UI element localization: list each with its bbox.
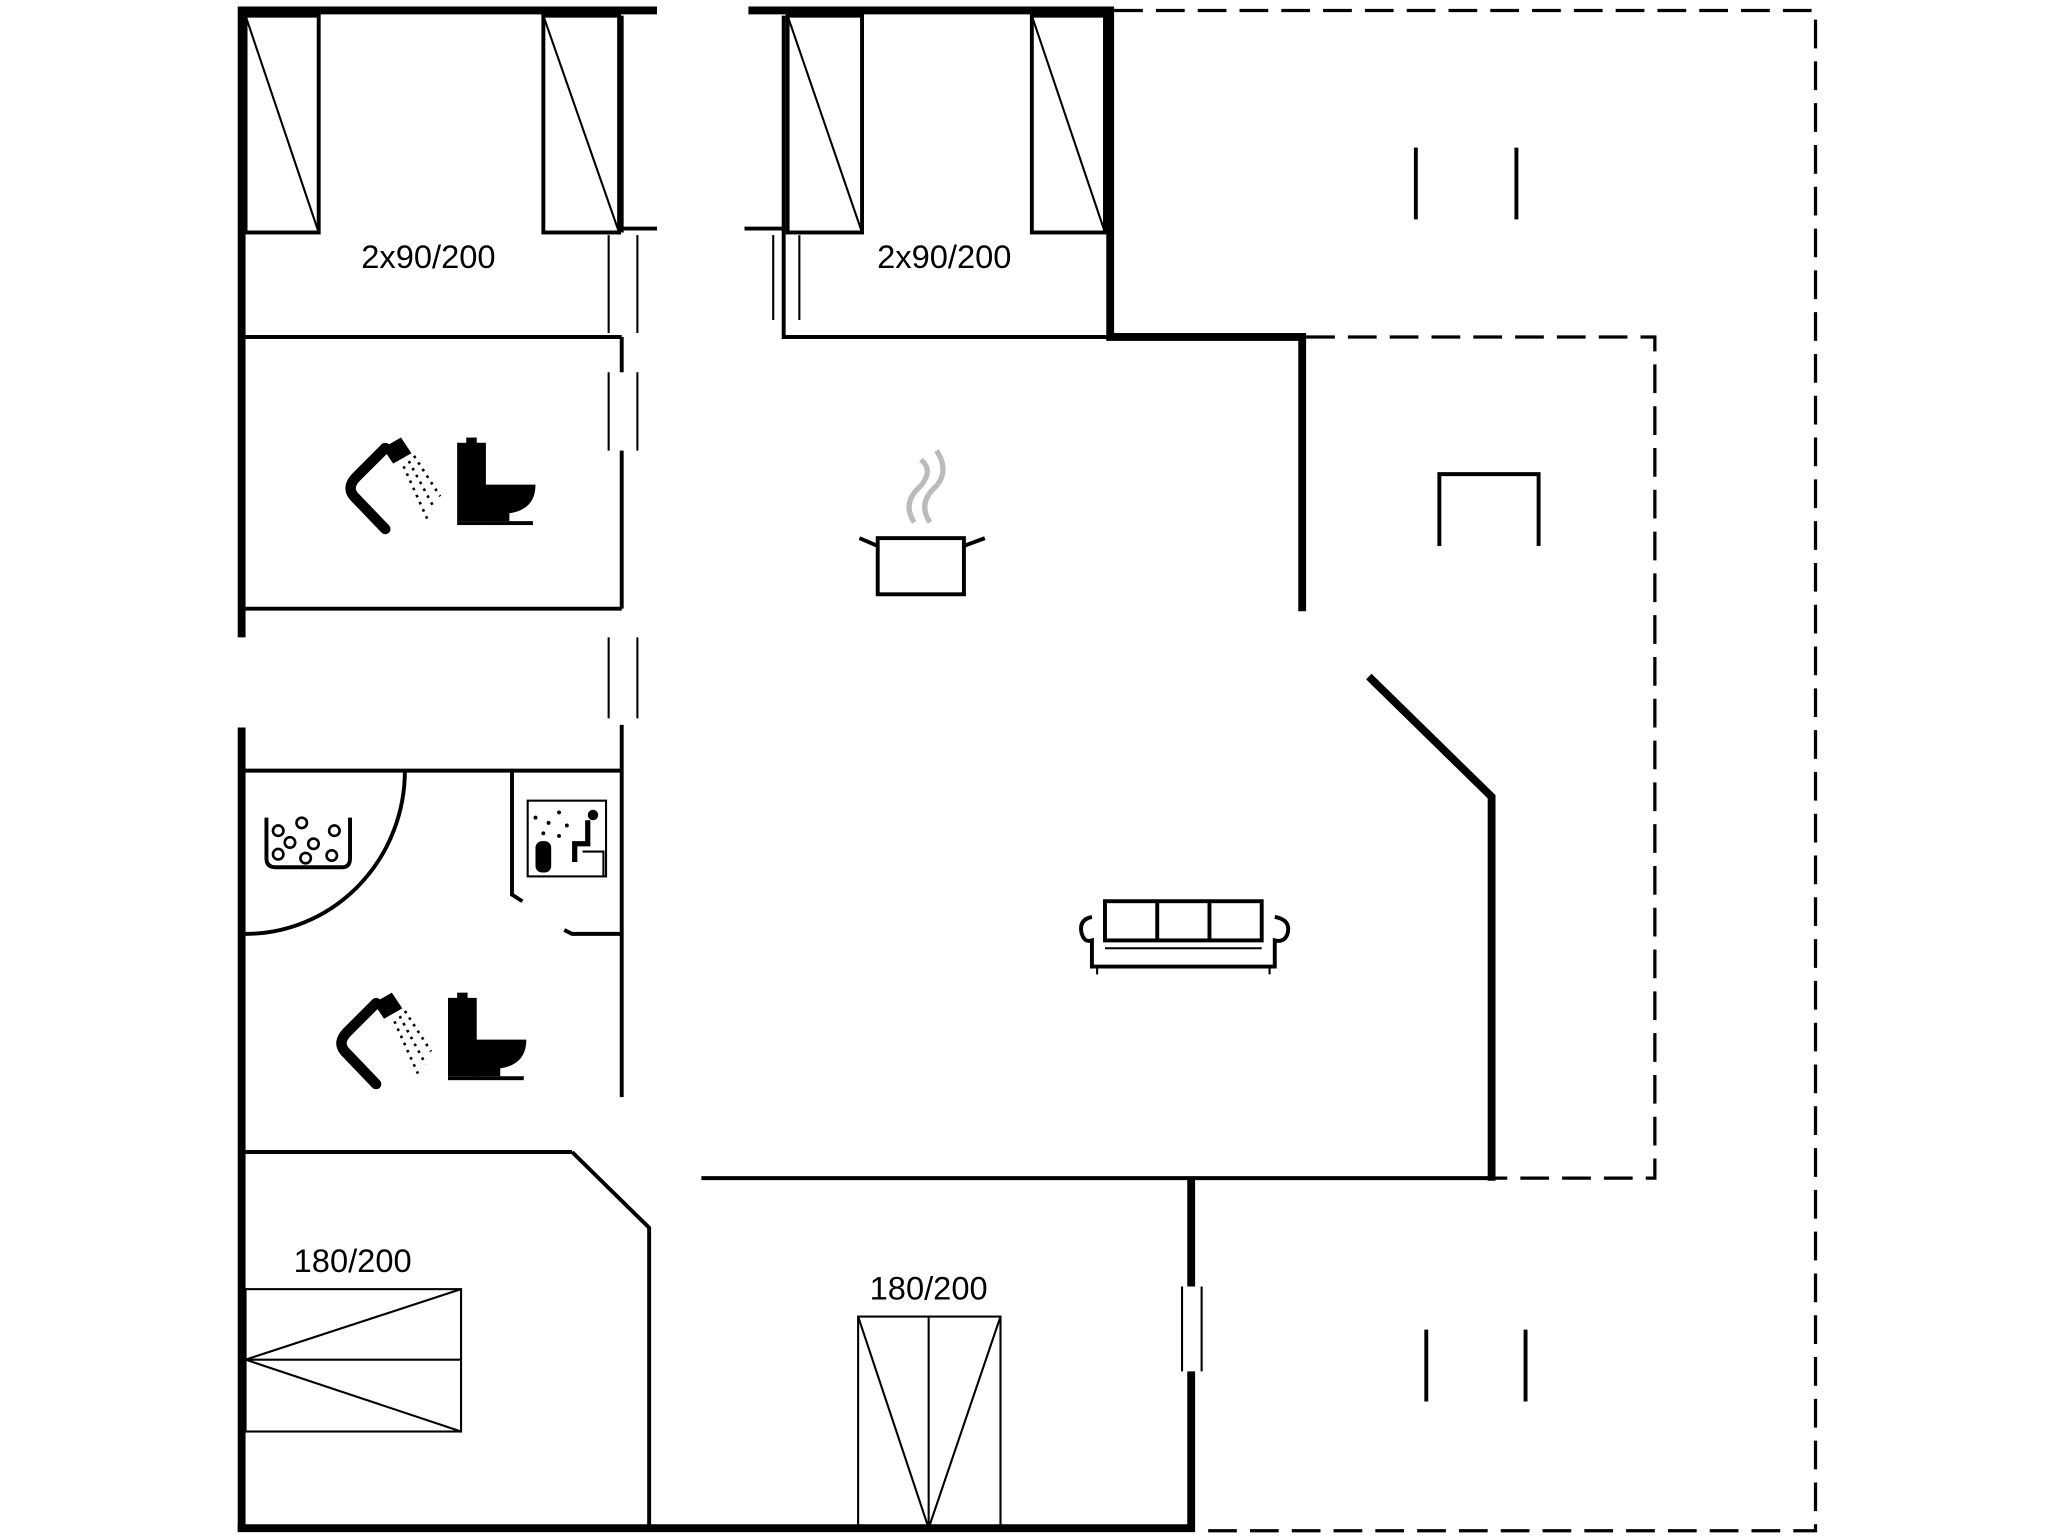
bed-label-top-middle: 2x90/200 — [877, 238, 1011, 275]
interior-walls — [245, 15, 1203, 1529]
toilet-icon — [457, 437, 536, 526]
sauna-icon — [526, 799, 608, 878]
outdoor-furniture — [1413, 147, 1541, 1402]
bed-label-bottom-left: 180/200 — [294, 1242, 412, 1279]
exterior-walls — [237, 6, 1496, 1533]
shower-icon — [345, 437, 442, 535]
cooking-pot-icon — [858, 449, 986, 597]
terrace-outline — [1114, 8, 1818, 1533]
toilet-icon — [448, 992, 527, 1081]
wardrobe-icon — [541, 13, 622, 235]
bed-label-top-left: 2x90/200 — [361, 238, 495, 275]
wardrobe-icon — [1029, 13, 1107, 235]
wardrobe-icon — [243, 13, 321, 235]
bed-label-bottom-middle: 180/200 — [870, 1270, 988, 1307]
shower-icon — [336, 992, 433, 1090]
wardrobes — [243, 13, 1107, 235]
sofa-icon — [1079, 899, 1291, 975]
hot-tub-icon — [245, 770, 407, 936]
bed-icon — [857, 1315, 1002, 1532]
wardrobe-icon — [785, 13, 864, 235]
bed-icon — [244, 1288, 463, 1433]
